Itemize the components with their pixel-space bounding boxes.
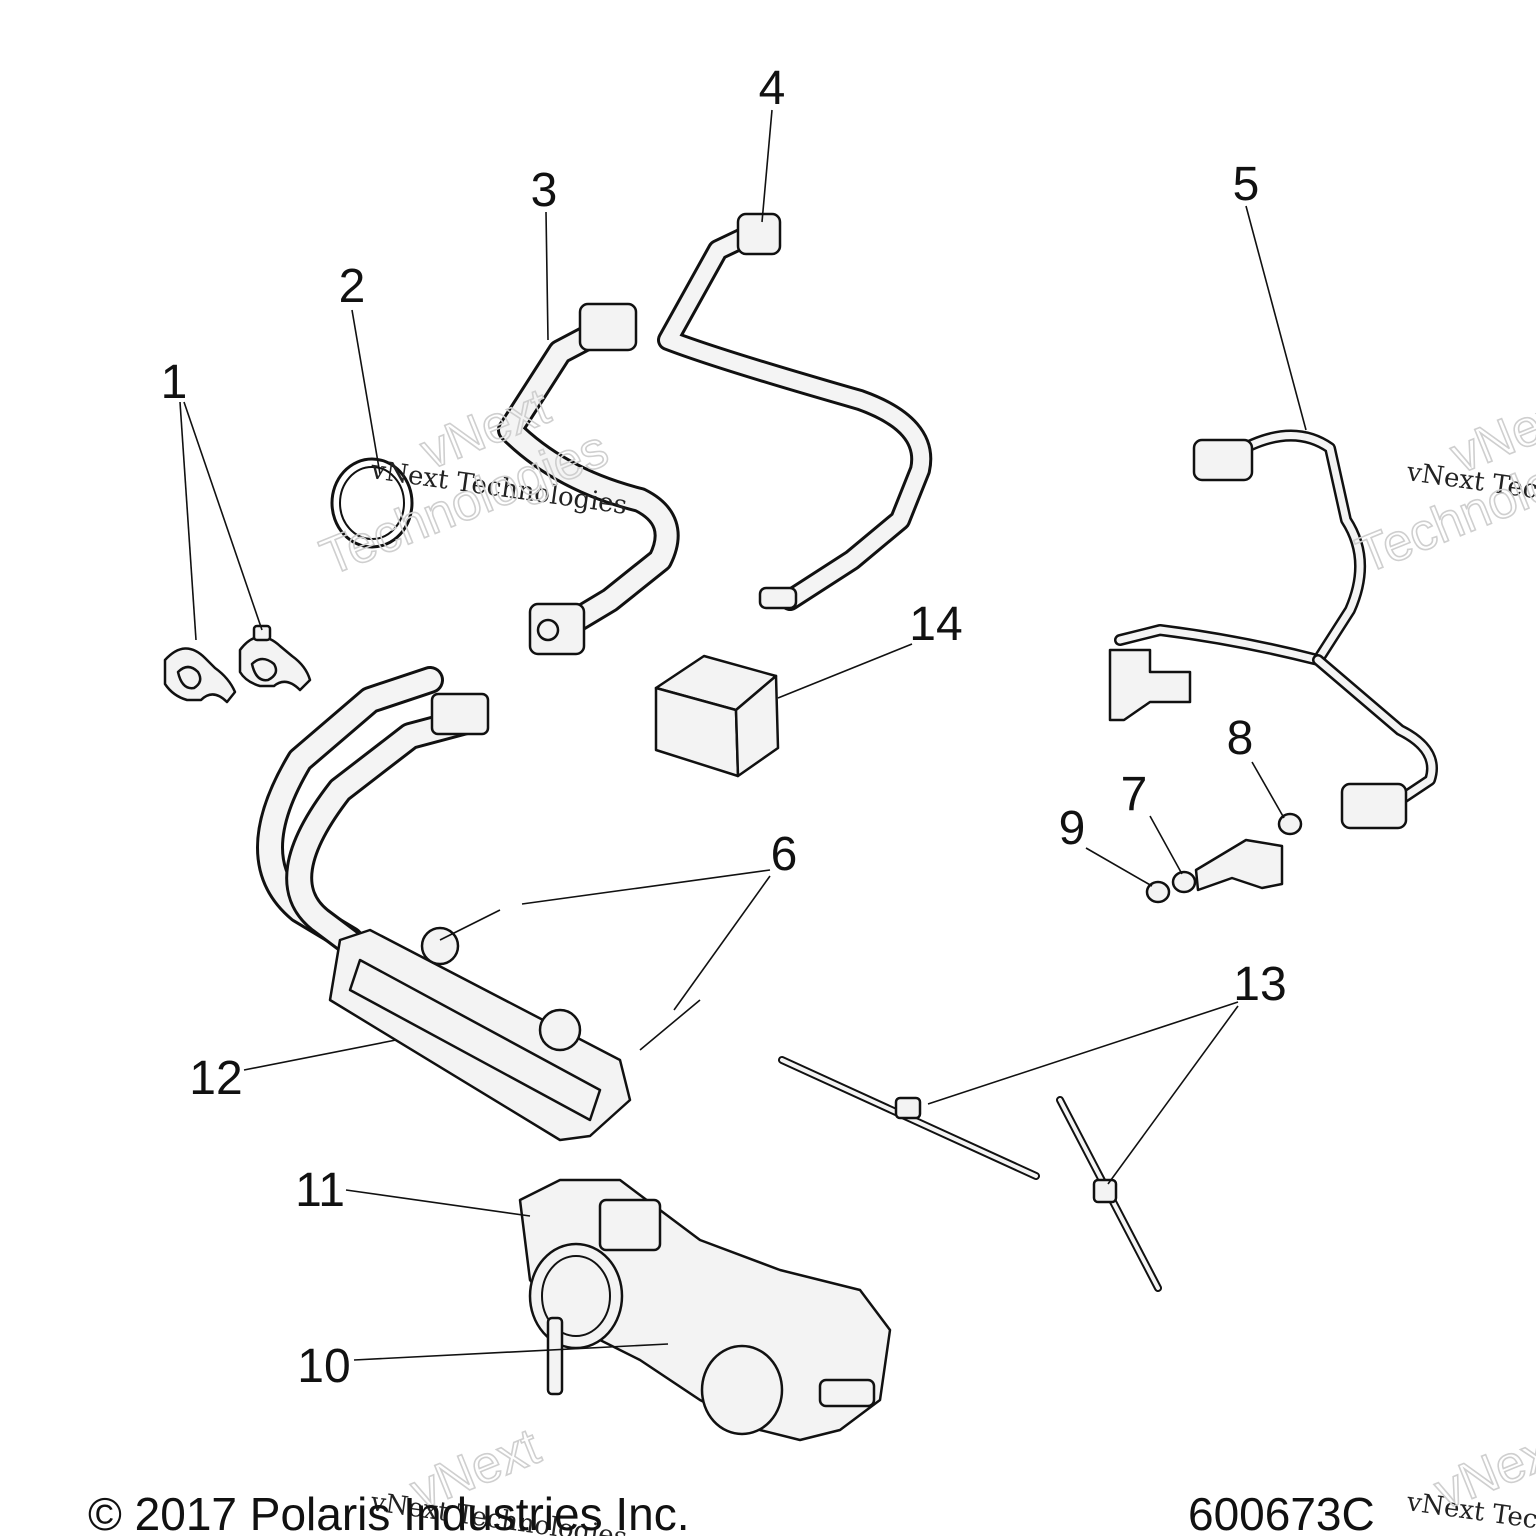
part-4-fuel-line: [657, 212, 933, 611]
part-14-foam-block: [654, 654, 780, 778]
callout-3: 3: [531, 164, 558, 217]
part-3-fuel-hose: [497, 302, 680, 656]
callout-7: 7: [1121, 768, 1148, 821]
leader-lines: [179, 109, 1307, 1361]
callout-9: 9: [1059, 802, 1086, 855]
callout-13: 13: [1233, 958, 1286, 1011]
part-5-harness: [1108, 429, 1438, 830]
callout-14: 14: [909, 598, 962, 651]
part-1-clamps: [163, 624, 312, 704]
part-7-8-9-injector: [1145, 812, 1303, 904]
callout-12: 12: [189, 1052, 242, 1105]
diagram-number: 600673C: [1188, 1488, 1375, 1536]
callout-4: 4: [759, 62, 786, 115]
watermark-group: vNext Technologies vNext Technologies vN…: [312, 377, 1536, 1536]
callout-8: 8: [1227, 712, 1254, 765]
callout-1: 1: [161, 356, 188, 409]
copyright-text: © 2017 Polaris Industries Inc.: [88, 1488, 690, 1536]
part-13-cable-ties: [778, 1056, 1162, 1292]
callout-numbers: 1 2 3 4 5 6 7 8 9 10 11 12 13 14: [161, 62, 1287, 1393]
callout-10: 10: [297, 1340, 350, 1393]
callout-11: 11: [295, 1164, 345, 1217]
part-2-oring: [330, 457, 414, 549]
part-12-fuel-rail: [256, 666, 701, 1142]
callout-2: 2: [339, 260, 366, 313]
callout-5: 5: [1233, 158, 1260, 211]
callout-6: 6: [771, 828, 798, 881]
part-10-11-throttle-body: [518, 1178, 892, 1442]
